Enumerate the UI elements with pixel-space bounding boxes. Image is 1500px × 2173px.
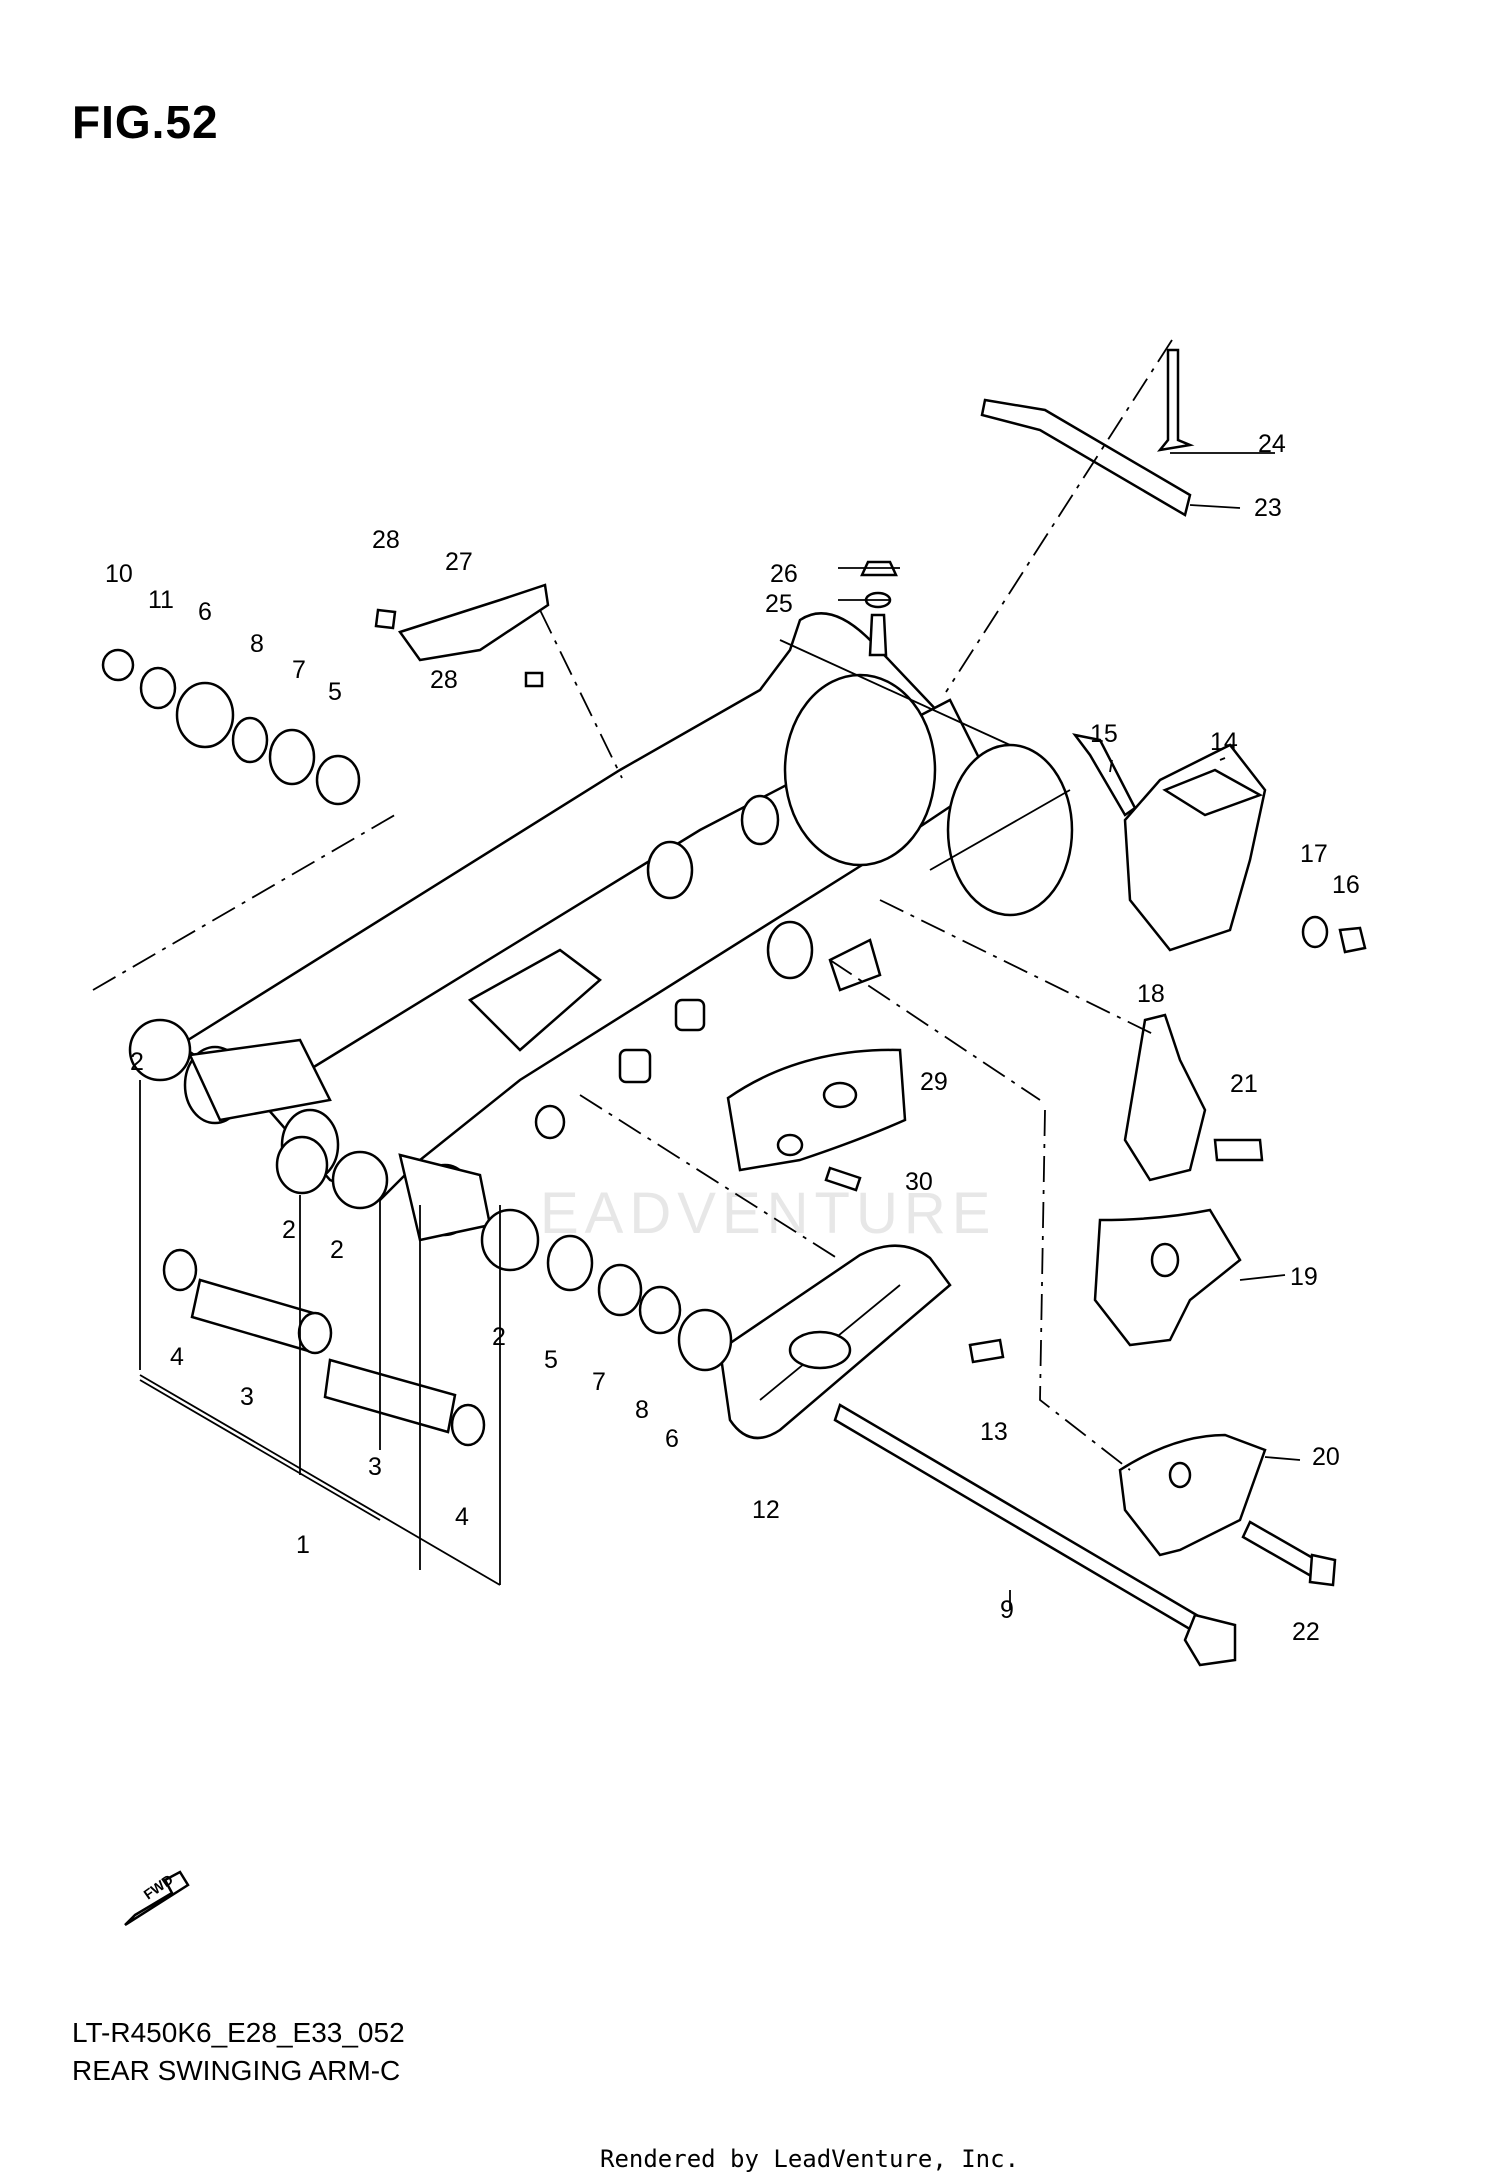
part-14-bracket [1123, 743, 1267, 952]
callout-22: 22 [1292, 1618, 1320, 1646]
callout-24: 24 [1258, 430, 1286, 458]
callout-8-left: 8 [250, 630, 264, 658]
callout-7-left: 7 [292, 656, 306, 684]
callout-1: 1 [296, 1531, 310, 1559]
callout-28-lower: 28 [430, 666, 458, 694]
callout-5-left: 5 [328, 678, 342, 706]
part-15-bolt [1072, 733, 1137, 817]
part-13-bolt [968, 1338, 1005, 1364]
callout-8-right: 8 [635, 1396, 649, 1424]
model-code: LT-R450K6_E28_E33_052 [72, 2017, 405, 2048]
leader-lines [92, 339, 1301, 1610]
callout-labels: 10 11 6 8 7 5 28 27 28 26 25 24 23 15 14… [105, 430, 1360, 1646]
part-29-chain-guard [726, 1048, 907, 1172]
part-28-bolt-b [524, 671, 544, 688]
callout-2-d: 2 [492, 1323, 506, 1351]
callout-10: 10 [105, 560, 133, 588]
callout-3-a: 3 [240, 1383, 254, 1411]
callout-15: 15 [1090, 720, 1118, 748]
callout-2-b: 2 [282, 1216, 296, 1244]
callout-5-right: 5 [544, 1346, 558, 1374]
render-credit: Rendered by LeadVenture, Inc. [600, 2145, 1020, 2173]
callout-25: 25 [765, 590, 793, 618]
callout-18: 18 [1137, 980, 1165, 1008]
callout-14: 14 [1210, 728, 1238, 756]
right-bearing-stack [480, 1208, 733, 1372]
callout-6-right: 6 [665, 1425, 679, 1453]
left-bearing-stack [101, 648, 361, 806]
callout-27: 27 [445, 548, 473, 576]
callout-12: 12 [752, 1496, 780, 1524]
fwd-arrow-icon: FWD [124, 1870, 190, 1927]
callout-4-b: 4 [455, 1503, 469, 1531]
callout-7-right: 7 [592, 1368, 606, 1396]
part-28-bolt-a [374, 608, 397, 630]
part-20-guard [1118, 1433, 1267, 1557]
callout-19: 19 [1290, 1263, 1318, 1291]
callout-17: 17 [1300, 840, 1328, 868]
callout-2-c: 2 [330, 1236, 344, 1264]
callout-9: 9 [1000, 1596, 1014, 1624]
callout-28-top: 28 [372, 526, 400, 554]
callout-29: 29 [920, 1068, 948, 1096]
callout-3-b: 3 [368, 1453, 382, 1481]
part-23-plate [980, 398, 1192, 517]
part-30-bolt [824, 1166, 862, 1192]
figure-title: FIG.52 [72, 96, 219, 148]
part-21-bolt [1213, 1138, 1264, 1162]
part-24-stud [1156, 348, 1195, 452]
callout-30: 30 [905, 1168, 933, 1196]
part-2-bearing-c [331, 1150, 389, 1210]
callout-20: 20 [1312, 1443, 1340, 1471]
part-19-guard [1093, 1208, 1242, 1347]
swing-arm-body [177, 612, 1074, 1242]
assembly-name: REAR SWINGING ARM-C [72, 2055, 401, 2086]
callout-13: 13 [980, 1418, 1008, 1446]
part-3-spacer-b [323, 1358, 457, 1434]
part-4-seal-b [450, 1403, 486, 1447]
part-18-bracket [1123, 1013, 1207, 1182]
callout-6-left: 6 [198, 598, 212, 626]
callout-26: 26 [770, 560, 798, 588]
callout-11: 11 [148, 586, 174, 614]
callout-2-a: 2 [130, 1048, 144, 1076]
part-2-bearing-a [128, 1018, 192, 1082]
part-16-nut [1338, 926, 1367, 954]
part-17-washer [1301, 915, 1329, 949]
callout-23: 23 [1254, 494, 1282, 522]
part-2-bearing-b [275, 1135, 329, 1195]
callout-4-a: 4 [170, 1343, 184, 1371]
callout-21: 21 [1230, 1070, 1258, 1098]
part-27-bracket [397, 583, 550, 662]
callout-16: 16 [1332, 871, 1360, 899]
part-4-seal-a [162, 1248, 198, 1292]
